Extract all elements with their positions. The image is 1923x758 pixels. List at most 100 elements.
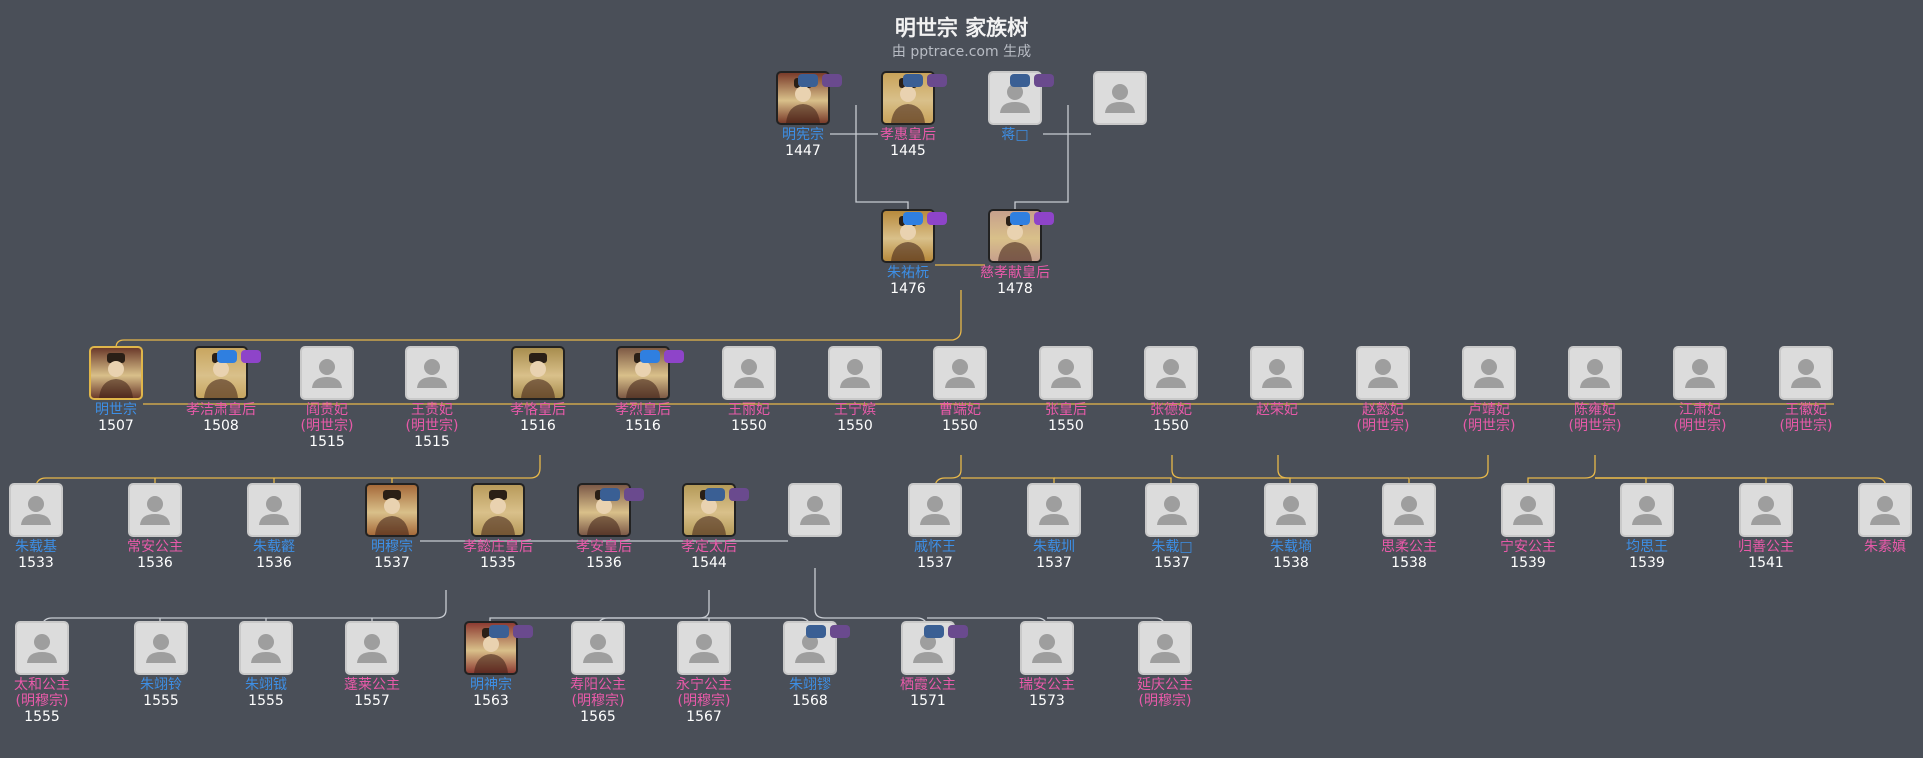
person-card-jiangsu[interactable]: 江肃妃(明世宗) [1645,346,1755,434]
avatar-placeholder-icon [1145,483,1199,537]
expand-parents-icon[interactable] [903,212,923,225]
expand-children-icon[interactable] [729,488,749,501]
expand-children-icon[interactable] [664,350,684,363]
expand-children-icon[interactable] [513,625,533,638]
expand-children-icon[interactable] [927,74,947,87]
expand-children-icon[interactable] [1034,212,1054,225]
person-card-zhaoyi[interactable]: 赵懿妃(明世宗) [1328,346,1438,434]
person-card-yongning[interactable]: 永宁公主(明穆宗)1567 [649,621,759,725]
person-subtitle: (明穆宗) [1138,693,1192,709]
expand-toggle-badge[interactable] [924,625,968,639]
expand-children-icon[interactable] [241,350,261,363]
person-card-jiangwife[interactable] [1065,71,1175,125]
expand-parents-icon[interactable] [1010,212,1030,225]
expand-parents-icon[interactable] [798,74,818,87]
person-card-zaiq[interactable]: 朱载□1537 [1117,483,1227,571]
person-card-yanqing[interactable]: 延庆公主(明穆宗) [1110,621,1220,709]
person-birth-year: 1541 [1748,555,1784,571]
expand-children-icon[interactable] [822,74,842,87]
avatar-placeholder-icon [345,621,399,675]
expand-parents-icon[interactable] [903,74,923,87]
expand-parents-icon[interactable] [1010,74,1030,87]
expand-toggle-badge[interactable] [489,625,533,639]
connector-line [1527,455,1596,510]
expand-children-icon[interactable] [624,488,644,501]
expand-toggle-badge[interactable] [600,488,644,502]
expand-children-icon[interactable] [948,625,968,638]
person-name: 太和公主 [14,677,70,693]
person-card-lujing[interactable]: 卢靖妃(明世宗) [1434,346,1544,434]
expand-toggle-badge[interactable] [1010,212,1054,226]
person-card-taihe[interactable]: 太和公主(明穆宗)1555 [0,621,97,725]
person-name: 蓬莱公主 [344,677,400,693]
person-subtitle: (明世宗) [1673,418,1727,434]
expand-toggle-badge[interactable] [1010,74,1054,88]
expand-toggle-badge[interactable] [806,625,850,639]
person-card-zhaorong[interactable]: 赵荣妃 [1222,346,1332,418]
person-card-chenyong[interactable]: 陈雍妃(明世宗) [1540,346,1650,434]
person-name: 阎贵妃 [306,402,348,418]
expand-parents-icon[interactable] [489,625,509,638]
person-name: 戚怀王 [914,539,956,555]
expand-toggle-badge[interactable] [798,74,842,88]
expand-children-icon[interactable] [927,212,947,225]
person-card-shouyang[interactable]: 寿阳公主(明穆宗)1565 [543,621,653,725]
person-name: 归善公主 [1738,539,1794,555]
person-card-wangfei1[interactable]: 王贵妃(明世宗)1515 [377,346,487,450]
person-birth-year: 1550 [837,418,873,434]
person-name: 永宁公主 [676,677,732,693]
expand-children-icon[interactable] [830,625,850,638]
expand-parents-icon[interactable] [217,350,237,363]
avatar-placeholder-icon [1568,346,1622,400]
expand-parents-icon[interactable] [705,488,725,501]
expand-parents-icon[interactable] [640,350,660,363]
expand-parents-icon[interactable] [600,488,620,501]
person-birth-year: 1445 [890,143,926,159]
expand-toggle-badge[interactable] [903,212,947,226]
person-birth-year: 1508 [203,418,239,434]
expand-toggle-badge[interactable] [903,74,947,88]
expand-toggle-badge[interactable] [217,350,261,364]
expand-parents-icon[interactable] [924,625,944,638]
person-card-muzongw[interactable] [760,483,870,537]
person-card-yanfei[interactable]: 阎贵妃(明世宗)1515 [272,346,382,450]
avatar-placeholder-icon [128,483,182,537]
expand-toggle-badge[interactable] [640,350,684,364]
person-birth-year: 1550 [942,418,978,434]
expand-toggle-badge[interactable] [705,488,749,502]
portrait-image [511,346,565,400]
person-name: 蒋□ [1001,127,1029,143]
person-card-wanghui[interactable]: 王徽妃(明世宗) [1751,346,1861,434]
expand-children-icon[interactable] [1034,74,1054,87]
person-card-suzhen[interactable]: 朱素嫃 [1830,483,1923,555]
expand-parents-icon[interactable] [806,625,826,638]
